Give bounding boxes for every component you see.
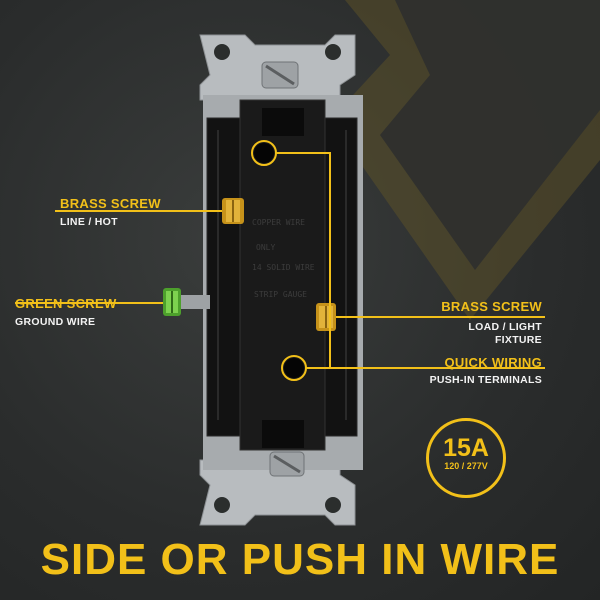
embossed-text: COPPER WIRE ONLY 14 SOLID WIRE STRIP GAU… (252, 218, 315, 299)
green-screw-sub: GROUND WIRE (15, 316, 96, 328)
brass-screw-right-sub2: FIXTURE (494, 334, 542, 346)
rating-badge: 15A 120 / 277V (426, 418, 506, 498)
voltage-rating: 120 / 277V (444, 461, 488, 471)
mounting-screw-top (261, 61, 299, 89)
push-in-hole-bottom (284, 358, 304, 378)
push-in-title: QUICK WIRING (444, 355, 542, 370)
brass-screw-left-title: BRASS SCREW (60, 196, 161, 211)
push-in-hole-top (254, 143, 274, 163)
embossed-line-2: ONLY (256, 243, 275, 252)
brass-screw-left (222, 198, 244, 224)
embossed-line-3: 14 SOLID WIRE (252, 263, 315, 272)
brass-screw-right-sub1: LOAD / LIGHT (468, 321, 542, 333)
amperage-rating: 15A (443, 434, 489, 462)
brass-screw-right-title: BRASS SCREW (441, 299, 542, 314)
embossed-line-1: COPPER WIRE (252, 218, 305, 227)
green-ground-screw (163, 288, 210, 316)
brass-screw-left-sub: LINE / HOT (60, 216, 118, 228)
mounting-screw-bottom (269, 451, 305, 477)
embossed-line-4: STRIP GAUGE (254, 290, 307, 299)
green-screw-title: GREEN SCREW (15, 296, 117, 311)
push-in-sub: PUSH-IN TERMINALS (429, 374, 542, 386)
headline: SIDE OR PUSH IN WIRE (40, 535, 560, 584)
